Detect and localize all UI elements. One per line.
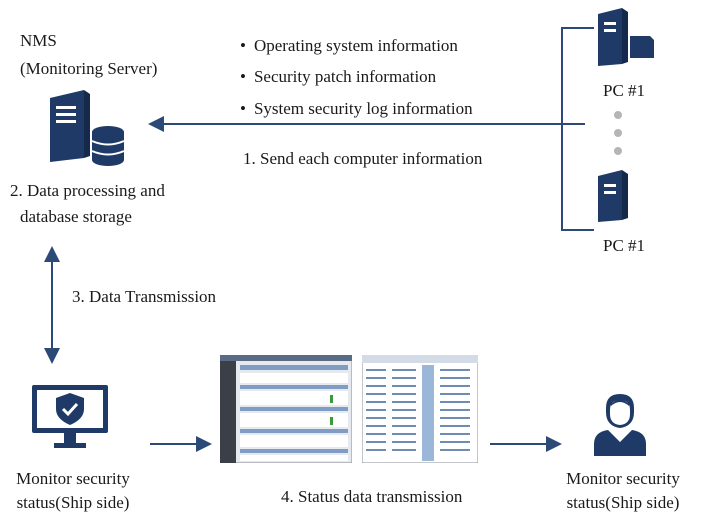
info-item-log: System security log information xyxy=(240,99,473,119)
pc-label-top: PC #1 xyxy=(603,81,646,100)
dashboard-screenshot-thumbnail xyxy=(220,355,352,463)
pc-label-bottom: PC #1 xyxy=(603,236,646,255)
monitor-right-line2: status(Ship side) xyxy=(566,493,680,512)
nms-title: NMS xyxy=(20,31,57,50)
step4-label: 4. Status data transmission xyxy=(281,487,463,506)
monitor-right-line1: Monitor security xyxy=(566,469,680,488)
nms-subtitle: (Monitoring Server) xyxy=(20,59,158,78)
step2-label-line2: database storage xyxy=(20,207,132,226)
step1-label: 1. Send each computer information xyxy=(243,149,483,168)
server-database-icon xyxy=(50,90,125,166)
pc-bracket xyxy=(561,27,594,231)
monitor-left-line2: status(Ship side) xyxy=(16,493,130,512)
ellipsis-dot xyxy=(614,111,622,119)
ellipsis-dot xyxy=(614,129,622,137)
user-icon xyxy=(594,394,646,456)
monitor-shield-icon xyxy=(32,385,108,448)
monitor-left-line1: Monitor security xyxy=(16,469,130,488)
ellipsis-dot xyxy=(614,147,622,155)
step2-label-line1: 2. Data processing and xyxy=(10,181,165,200)
pc-tower-icon xyxy=(598,8,654,66)
step3-label: 3. Data Transmission xyxy=(72,287,217,306)
pc-tower-icon xyxy=(598,170,628,222)
info-item-patch: Security patch information xyxy=(240,67,436,87)
log-table-screenshot-thumbnail xyxy=(362,355,478,463)
info-item-os: Operating system information xyxy=(240,36,458,56)
